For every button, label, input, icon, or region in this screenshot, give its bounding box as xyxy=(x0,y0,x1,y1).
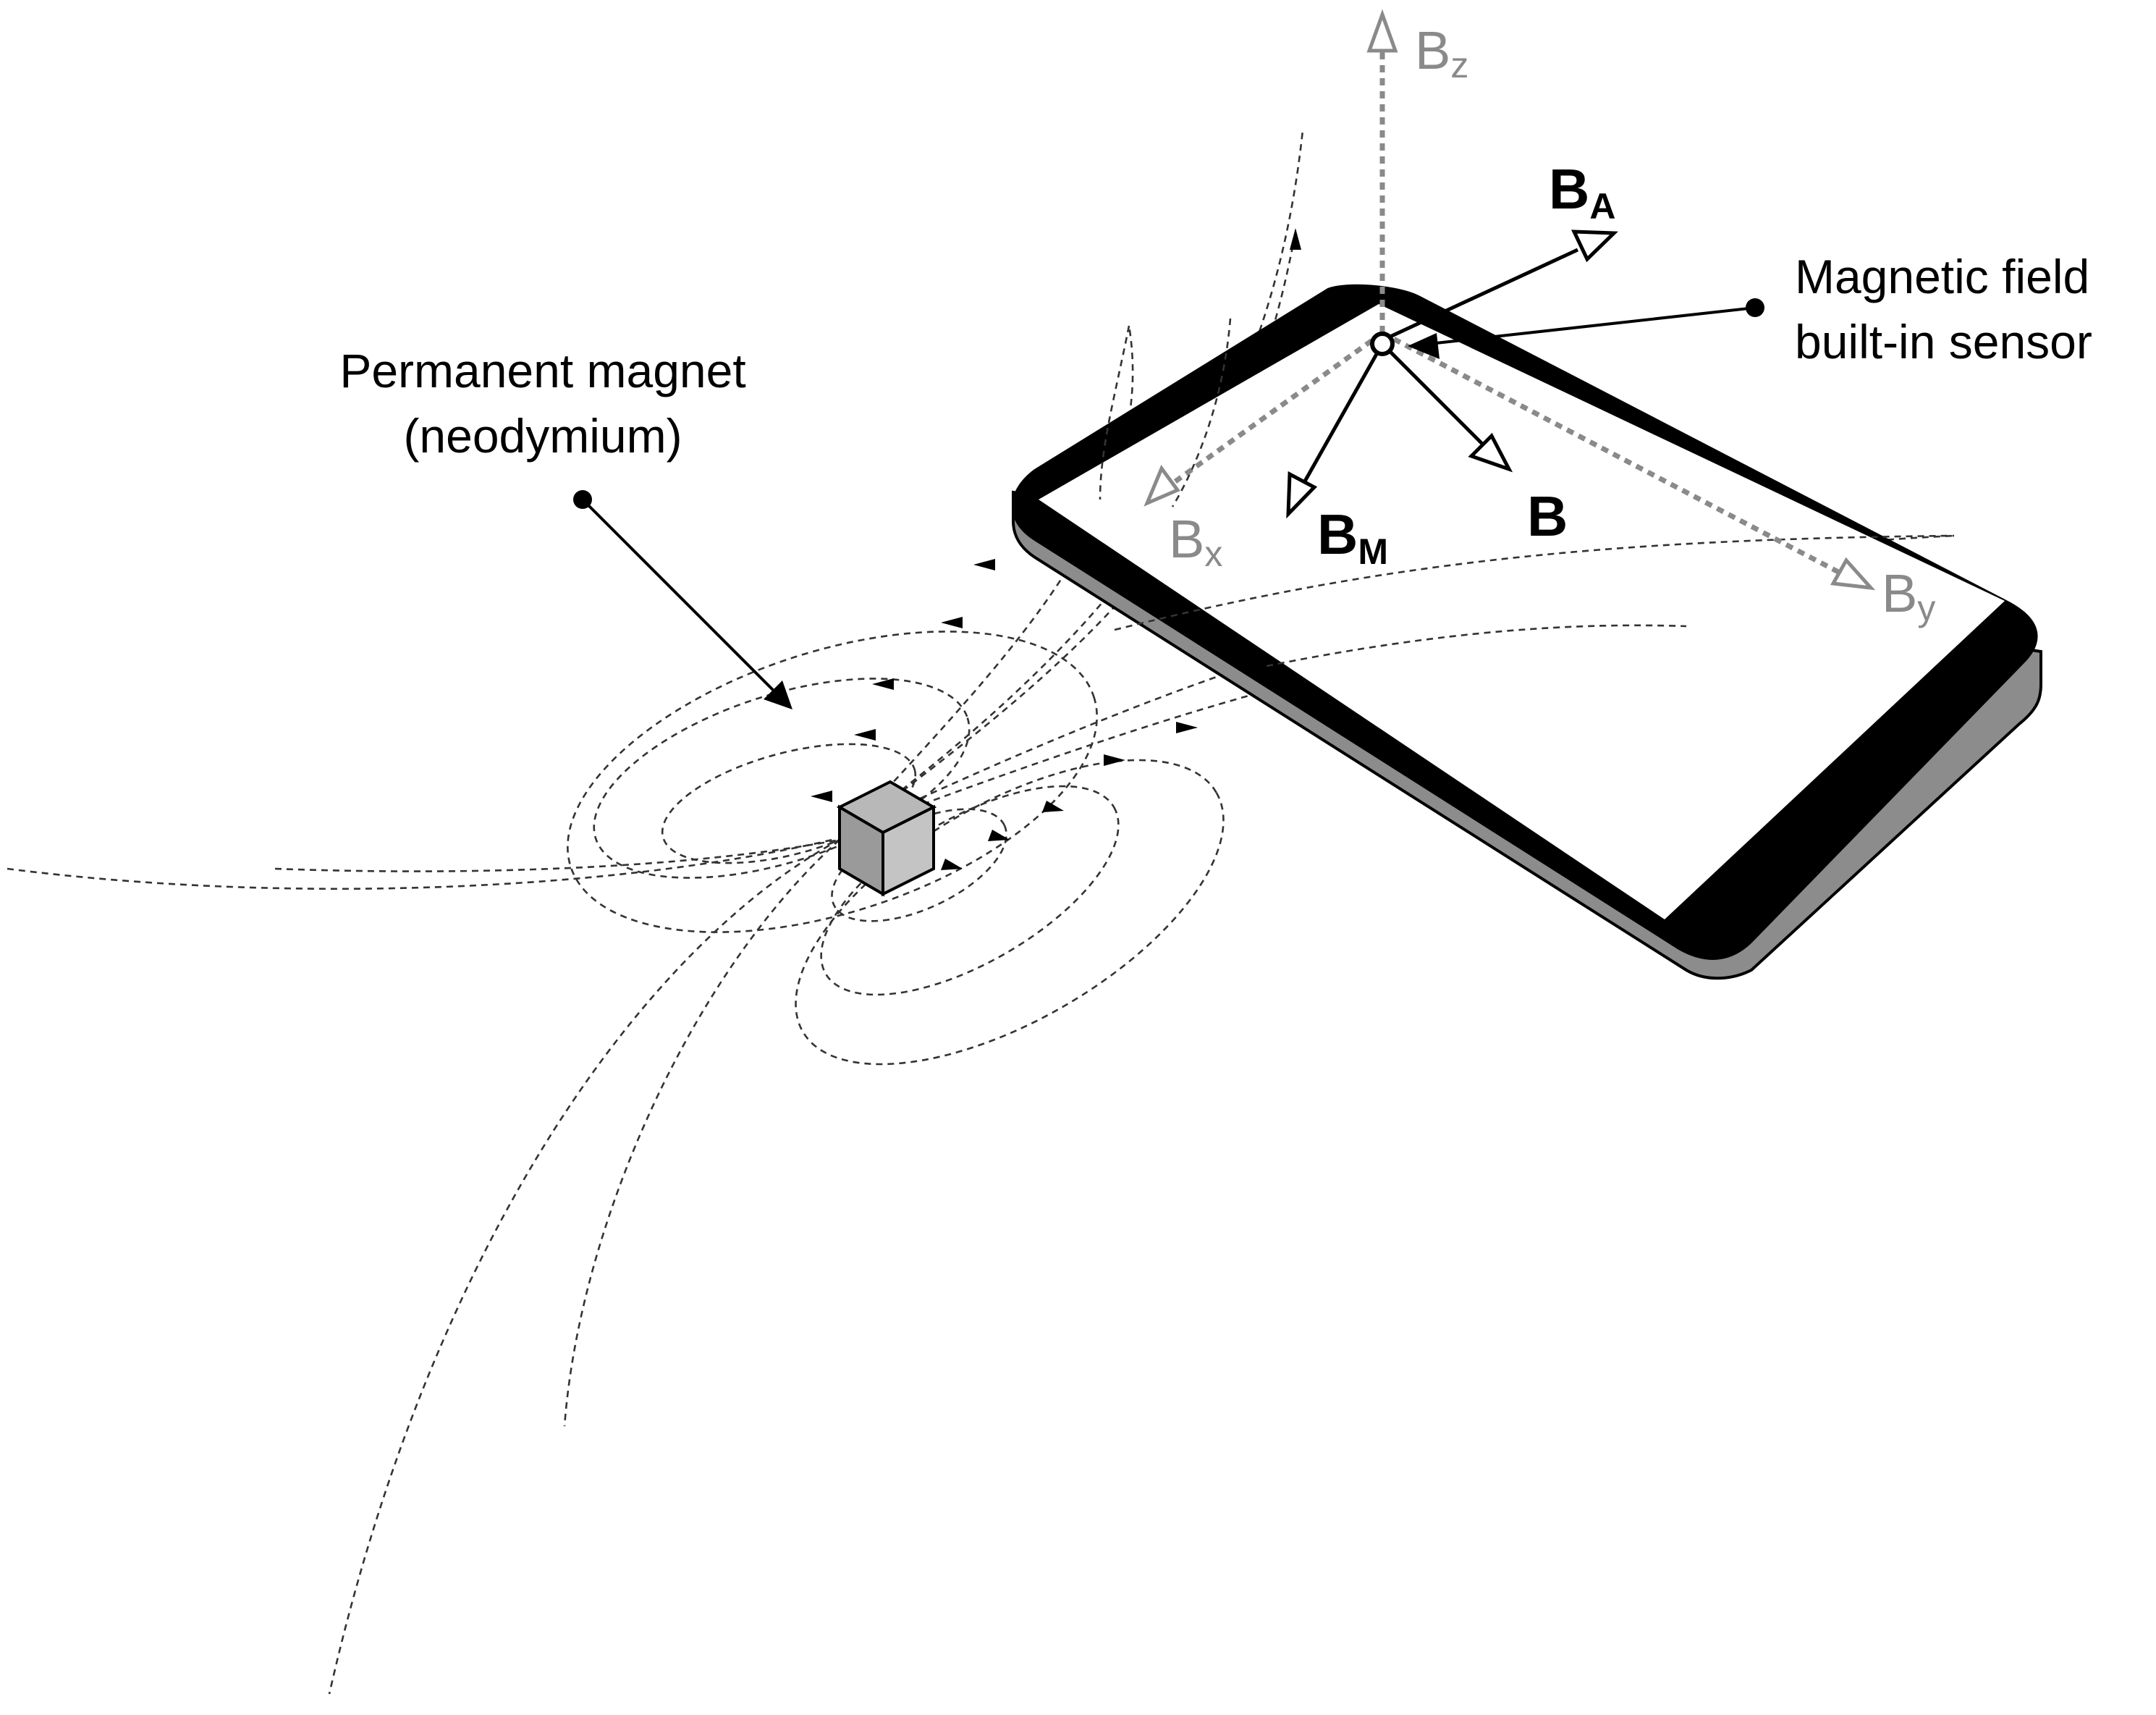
ba-arrowhead xyxy=(1571,229,1618,263)
permanent-magnet-cube xyxy=(836,780,937,897)
bm-label: BM xyxy=(1317,502,1388,572)
sensor-label: Magnetic field built-in sensor xyxy=(1795,250,2092,368)
bz-label: Bz xyxy=(1415,20,1468,85)
z-axis-arrowhead xyxy=(1366,9,1398,53)
sensor-leader xyxy=(1408,298,1764,359)
sensor-axes xyxy=(1143,9,1876,591)
axis-labels: Bz Bx By xyxy=(1169,20,1935,628)
magnet-label: Permanent magnet (neodymium) xyxy=(339,344,745,463)
bm-arrowhead xyxy=(1286,471,1318,519)
b-arrowhead xyxy=(1468,432,1513,473)
sensor-label-line2: built-in sensor xyxy=(1795,315,2092,368)
vector-labels: BA BM B xyxy=(1317,157,1615,572)
field-vectors xyxy=(1286,229,1618,519)
smartphone xyxy=(1012,284,2042,980)
magnet-label-line2: (neodymium) xyxy=(403,409,682,463)
screen-field-lines xyxy=(1099,318,1955,667)
field-lines xyxy=(7,130,1955,1695)
magnet-leader xyxy=(573,490,792,709)
b-label: B xyxy=(1527,484,1568,548)
sensor-point xyxy=(1370,332,1395,356)
y-axis-arrowhead xyxy=(1830,557,1876,591)
phone-screen xyxy=(1039,304,2005,919)
x-axis-arrowhead xyxy=(1143,464,1180,507)
bx-label: Bx xyxy=(1169,509,1222,574)
field-direction-arrows xyxy=(811,228,1697,870)
by-label: By xyxy=(1882,563,1935,628)
ba-label: BA xyxy=(1549,157,1615,227)
sensor-label-line1: Magnetic field xyxy=(1795,250,2089,303)
magnet-label-line1: Permanent magnet xyxy=(339,344,745,397)
